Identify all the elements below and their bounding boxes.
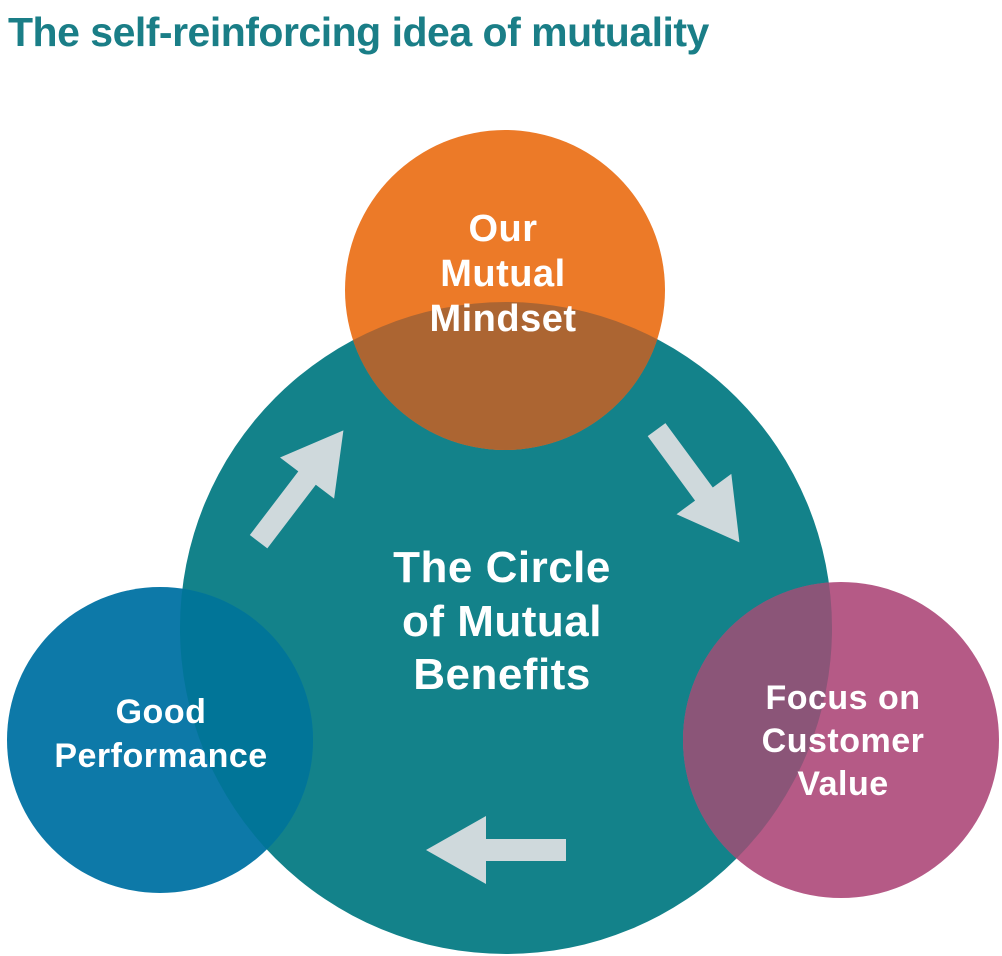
- center-circle-label: The Circle of Mutual Benefits: [393, 543, 611, 699]
- page-title: The self-reinforcing idea of mutuality: [8, 9, 710, 55]
- mindset-label-line-2: Mutual: [440, 253, 565, 295]
- node-focus-on-customer-value: Focus on Customer Value: [683, 582, 999, 898]
- mindset-label-line-3: Mindset: [429, 298, 576, 340]
- arrow-up-right-icon: [249, 430, 344, 549]
- customer-value-overlap-region: [683, 582, 832, 898]
- cycle-arrows: [249, 423, 740, 884]
- performance-label-line-1: Good: [116, 693, 207, 731]
- mindset-label-line-1: Our: [468, 208, 537, 250]
- center-label-line-1: The Circle: [393, 543, 611, 592]
- customer-value-label-line-1: Focus on: [765, 679, 920, 717]
- arrow-left-icon: [426, 816, 566, 884]
- customer-value-label-line-2: Customer: [762, 722, 925, 760]
- performance-label-line-2: Performance: [54, 737, 267, 775]
- node-good-performance: Good Performance: [7, 587, 313, 893]
- arrow-down-right-icon: [647, 423, 740, 543]
- mindset-overlap-region: [345, 302, 665, 450]
- node-our-mutual-mindset: Our Mutual Mindset: [345, 130, 665, 450]
- center-label-line-3: Benefits: [413, 650, 591, 699]
- center-label-line-2: of Mutual: [402, 597, 602, 646]
- customer-value-label-line-3: Value: [797, 765, 888, 803]
